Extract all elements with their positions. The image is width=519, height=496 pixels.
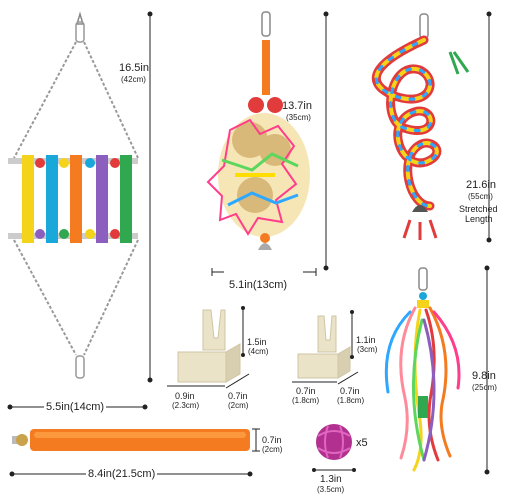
ladder xyxy=(7,11,153,410)
chew-toy-height-cm: (35cm) xyxy=(286,113,311,122)
rattan-ball xyxy=(312,424,356,472)
clip-small-height-in: 1.1in xyxy=(356,335,376,345)
rattan-ball-size-cm: (3.5cm) xyxy=(317,485,345,494)
sand-perch-length: 8.4in(21.5cm) xyxy=(86,468,158,480)
ladder-height-in: 16.5in xyxy=(119,62,149,74)
clip-small-a-cm: (1.8cm) xyxy=(292,396,320,405)
chew-toy-width: 5.1in(13cm) xyxy=(229,279,288,291)
rope-note-line2: Length xyxy=(465,214,493,224)
clip-large-height-cm: (4cm) xyxy=(248,347,269,356)
rattan-ball-size-in: 1.3in xyxy=(320,474,342,485)
rope-length-in: 21.6in xyxy=(466,179,496,191)
sand-perch xyxy=(9,428,260,477)
rope-perch xyxy=(371,11,492,243)
clip-large-height-in: 1.5in xyxy=(247,337,267,347)
rattan-ball-qty: x5 xyxy=(356,437,368,449)
clip-holder-small xyxy=(292,310,359,385)
shredder-height-in: 9.8in xyxy=(472,370,496,382)
rope-length-cm: (55cm) xyxy=(468,192,493,201)
clip-small-b-in: 0.7in xyxy=(340,386,360,396)
rope-note-line1: Stretched xyxy=(459,204,498,214)
ladder-height-cm: (42cm) xyxy=(121,75,146,84)
clip-large-b-cm: (2cm) xyxy=(228,401,249,410)
clip-small-a-in: 0.7in xyxy=(296,386,316,396)
sand-perch-dia-cm: (2cm) xyxy=(262,445,283,454)
chew-ball-toy xyxy=(206,11,329,276)
sand-perch-dia-in: 0.7in xyxy=(262,435,282,445)
clip-holder-large xyxy=(167,306,250,389)
clip-small-height-cm: (3cm) xyxy=(357,345,378,354)
ladder-width: 5.5in(14cm) xyxy=(44,401,107,413)
clip-large-a-cm: (2.3cm) xyxy=(172,401,200,410)
clip-small-b-cm: (1.8cm) xyxy=(337,396,365,405)
clip-large-b-in: 0.7in xyxy=(228,391,248,401)
clip-large-a-in: 0.9in xyxy=(175,391,195,401)
shredder-toy xyxy=(384,265,490,475)
shredder-height-cm: (25cm) xyxy=(472,383,497,392)
chew-toy-height-in: 13.7in xyxy=(282,100,312,112)
